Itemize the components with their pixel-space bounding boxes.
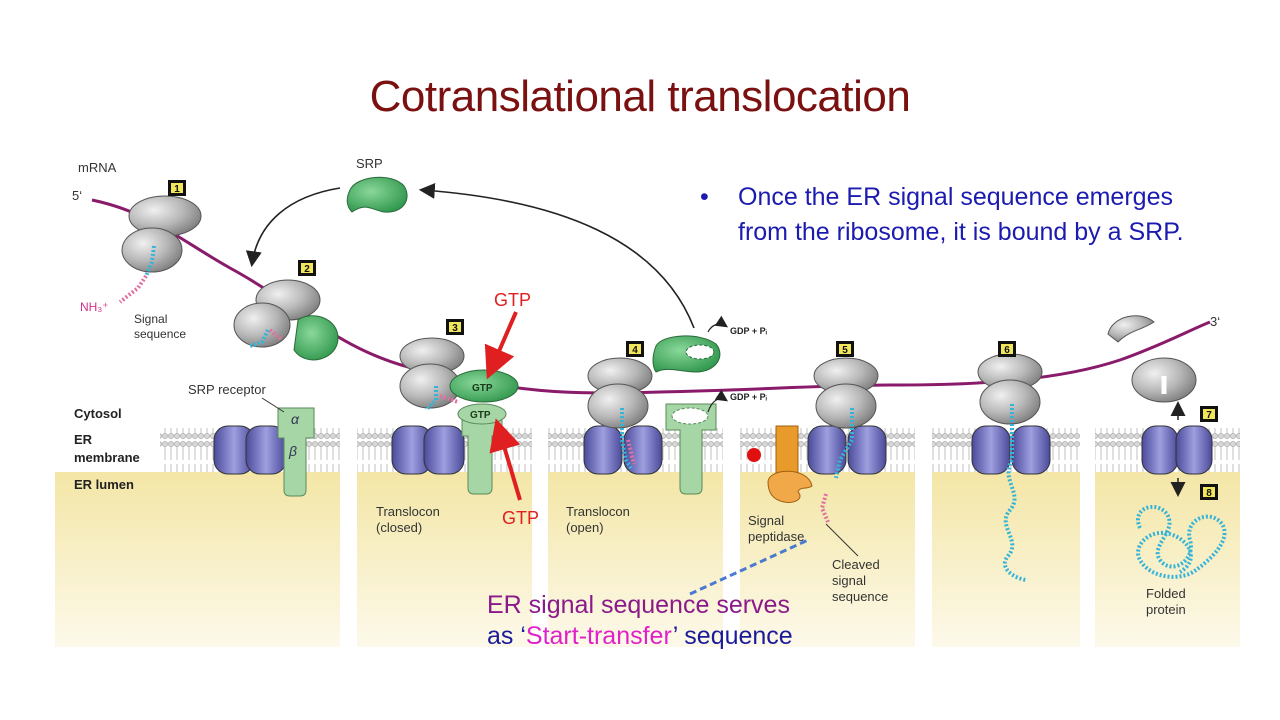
lumen-panel-4 xyxy=(740,472,915,647)
translocon-3 xyxy=(583,425,663,475)
caption-line-2: as ‘Start-transfer’ sequence xyxy=(487,621,793,652)
gdp-pi-label-2: GDP + Pᵢ xyxy=(730,392,768,402)
slide-title: Cotranslational translocation xyxy=(369,72,911,121)
bullet-marker: • xyxy=(700,183,709,211)
gdp-pi-label-1: GDP + Pᵢ xyxy=(730,326,768,336)
three-prime-label: 3‘ xyxy=(1210,314,1220,329)
svg-text:1: 1 xyxy=(174,184,180,195)
translocon-closed-label-line2: (closed) xyxy=(376,520,422,535)
srp-binding-arrow xyxy=(245,187,341,268)
srp-label: SRP xyxy=(356,156,383,171)
mrna-label: mRNA xyxy=(78,160,117,175)
gtp-receptor-label: GTP xyxy=(470,410,491,421)
bullet-text: Once the ER signal sequence emerges from… xyxy=(738,183,1184,246)
srp-free xyxy=(346,176,408,213)
er-membrane-label-line2: membrane xyxy=(74,450,140,465)
translocon-6 xyxy=(1141,425,1213,475)
svg-text:2: 2 xyxy=(304,264,310,275)
alpha-label: α xyxy=(291,411,300,427)
step-badges: 1 2 3 4 5 xyxy=(168,180,1218,500)
ribosome-5 xyxy=(813,357,879,523)
step-badge-1: 1 xyxy=(168,180,186,196)
gdp-release-arrow-1 xyxy=(707,315,728,333)
step-badge-8: 8 xyxy=(1200,484,1218,500)
svg-text:6: 6 xyxy=(1004,345,1010,356)
svg-text:4: 4 xyxy=(632,345,638,356)
step-badge-7: 7 xyxy=(1200,406,1218,422)
caption: ER signal sequence serves as ‘Start-tran… xyxy=(487,590,793,652)
srp-receptor-1: α β xyxy=(277,407,315,497)
ribosome-4 xyxy=(587,357,653,472)
lumen-panel-3 xyxy=(548,472,723,647)
gtp-arrow-top xyxy=(484,311,518,380)
ribosome-6 xyxy=(977,353,1043,582)
srp-receptor-3 xyxy=(665,403,717,495)
translocon-2 xyxy=(391,425,465,475)
cleaved-signal-label-line3: sequence xyxy=(832,589,888,604)
er-lumen-panels xyxy=(55,472,1240,647)
ribosome-7-dissociating xyxy=(1107,315,1197,403)
five-prime-label: 5‘ xyxy=(72,188,82,203)
srp-receptor-pointer xyxy=(261,397,285,413)
signal-sequence-label-line1: Signal xyxy=(134,312,167,326)
step-badge-3: 3 xyxy=(446,319,464,335)
folded-protein-label-line2: protein xyxy=(1146,602,1186,617)
translocon-open-label-line1: Translocon xyxy=(566,504,630,519)
ribosome-1 xyxy=(118,195,202,304)
translocon-closed-label-line1: Translocon xyxy=(376,504,440,519)
step-badge-6: 6 xyxy=(998,341,1016,357)
svg-text:7: 7 xyxy=(1206,410,1212,421)
signal-peptidase-label-line1: Signal xyxy=(748,513,784,528)
mrna-strand xyxy=(91,198,1211,395)
step-badge-2: 2 xyxy=(298,260,316,276)
gtp-red-label-bottom: GTP xyxy=(502,508,539,528)
caption-line-1: ER signal sequence serves xyxy=(487,590,793,621)
gdp-release-arrow-2 xyxy=(707,389,728,413)
caption-er-signal-sequence: ER signal sequence xyxy=(487,591,710,619)
srp-receptor-label: SRP receptor xyxy=(188,382,266,397)
signal-peptidase-label-line2: peptidase xyxy=(748,529,804,544)
cleaved-signal-label-line2: signal xyxy=(832,573,866,588)
gtp-arrow-bottom xyxy=(489,418,522,501)
signal-sequence-label-line2: sequence xyxy=(134,327,186,341)
ribosome-2 xyxy=(233,279,339,361)
svg-text:5: 5 xyxy=(842,345,848,356)
step-badge-5: 5 xyxy=(836,341,854,357)
translocon-1 xyxy=(213,425,287,475)
caption-serves: serves xyxy=(709,591,790,619)
lumen-panel-2 xyxy=(357,472,532,647)
caption-sequence: ’ sequence xyxy=(672,622,793,650)
cytosol-label: Cytosol xyxy=(74,406,122,421)
signal-peptidase xyxy=(767,425,813,503)
step-badge-4: 4 xyxy=(626,341,644,357)
translocon-open-label-line2: (open) xyxy=(566,520,604,535)
gtp-srp-label: GTP xyxy=(472,383,493,394)
cleaved-sequence-pointer xyxy=(825,523,859,557)
folded-protein xyxy=(1136,505,1227,579)
cleaved-signal-label-line1: Cleaved xyxy=(832,557,880,572)
srp-recycle-arrow xyxy=(418,182,695,329)
caption-as: as ‘ xyxy=(487,622,526,650)
folded-protein-label-line1: Folded xyxy=(1146,586,1186,601)
svg-text:3: 3 xyxy=(452,323,458,334)
lumen-panel-6 xyxy=(1095,472,1240,647)
gtp-red-label-top: GTP xyxy=(494,290,531,310)
caption-start-transfer: Start-transfer xyxy=(525,622,673,650)
svg-text:8: 8 xyxy=(1206,488,1212,499)
er-lumen-label: ER lumen xyxy=(74,477,134,492)
er-membrane-label-line1: ER xyxy=(74,432,93,447)
srp-released xyxy=(652,335,721,373)
beta-label: β xyxy=(288,443,297,459)
lumen-panel-1 xyxy=(55,472,340,647)
nh3-label: NH₃⁺ xyxy=(80,300,109,314)
red-dot-marker xyxy=(747,448,761,462)
translocon-4 xyxy=(807,425,887,475)
